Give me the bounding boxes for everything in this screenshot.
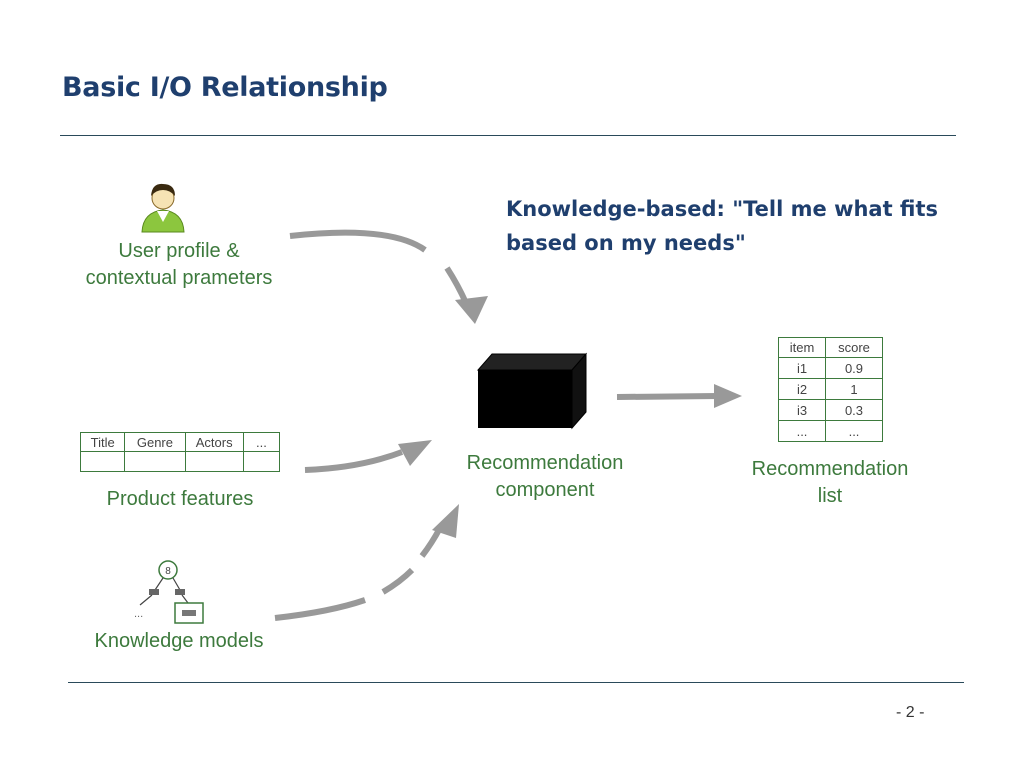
- black-box-icon: [476, 352, 588, 430]
- feature-cell: [124, 451, 186, 472]
- table-row: ... ...: [778, 420, 883, 442]
- list-header-score: score: [825, 337, 883, 358]
- bottom-divider: [68, 682, 964, 683]
- arrow-features-to-component: [304, 440, 432, 473]
- product-features-table: Title Genre Actors ...: [79, 432, 281, 472]
- table-row: i1 0.9: [778, 357, 883, 379]
- list-item-cell: i2: [778, 378, 826, 400]
- list-score-cell: 0.3: [825, 399, 883, 421]
- table-row: i2 1: [778, 378, 883, 400]
- arrow-models-to-component: [274, 504, 459, 621]
- list-line-2: list: [817, 485, 843, 507]
- list-item-cell: ...: [778, 420, 826, 442]
- user-profile-line-1: User profile &: [118, 240, 240, 262]
- feature-cell: [79, 451, 126, 472]
- arrow-user-to-component: [289, 229, 488, 324]
- tree-icon: 8 ...: [134, 560, 204, 624]
- feature-column-actors: Actors: [184, 432, 244, 452]
- user-icon: [141, 183, 185, 233]
- recommendation-component-label: Recommendation component: [440, 450, 650, 504]
- recommendation-list-label: Recommendation list: [730, 456, 930, 510]
- list-score-cell: 1: [825, 378, 883, 400]
- top-divider: [60, 135, 956, 136]
- tree-node-glyph: 8: [165, 566, 171, 577]
- slide-title: Basic I/O Relationship: [62, 72, 388, 103]
- slide-subtitle: Knowledge-based: "Tell me what fits base…: [506, 192, 966, 260]
- page-number: - 2 -: [896, 704, 925, 721]
- feature-column-title: Title: [79, 432, 126, 452]
- subtitle-line-2: based on my needs": [506, 231, 746, 255]
- feature-cell: [242, 451, 281, 472]
- list-item-cell: i3: [778, 399, 826, 421]
- list-line-1: Recommendation: [751, 458, 909, 480]
- arrow-component-to-list: [616, 384, 742, 408]
- knowledge-models-label: Knowledge models: [94, 630, 264, 652]
- product-features-label: Product features: [106, 488, 254, 510]
- recommendation-list-table: item score i1 0.9 i2 1 i3 0.3 ... ...: [778, 337, 883, 442]
- component-line-1: Recommendation: [466, 452, 624, 474]
- user-profile-line-2: contextual prameters: [85, 267, 273, 289]
- feature-cell: [184, 451, 244, 472]
- user-profile-label: User profile & contextual prameters: [70, 238, 288, 292]
- table-row: i3 0.3: [778, 399, 883, 421]
- list-header-item: item: [778, 337, 826, 358]
- subtitle-line-1: Knowledge-based: "Tell me what fits: [506, 197, 939, 221]
- feature-column-genre: Genre: [124, 432, 186, 452]
- tree-ellipsis: ...: [134, 608, 143, 620]
- feature-column-more: ...: [242, 432, 281, 452]
- list-score-cell: ...: [825, 420, 883, 442]
- list-item-cell: i1: [778, 357, 826, 379]
- component-line-2: component: [495, 479, 595, 501]
- list-score-cell: 0.9: [825, 357, 883, 379]
